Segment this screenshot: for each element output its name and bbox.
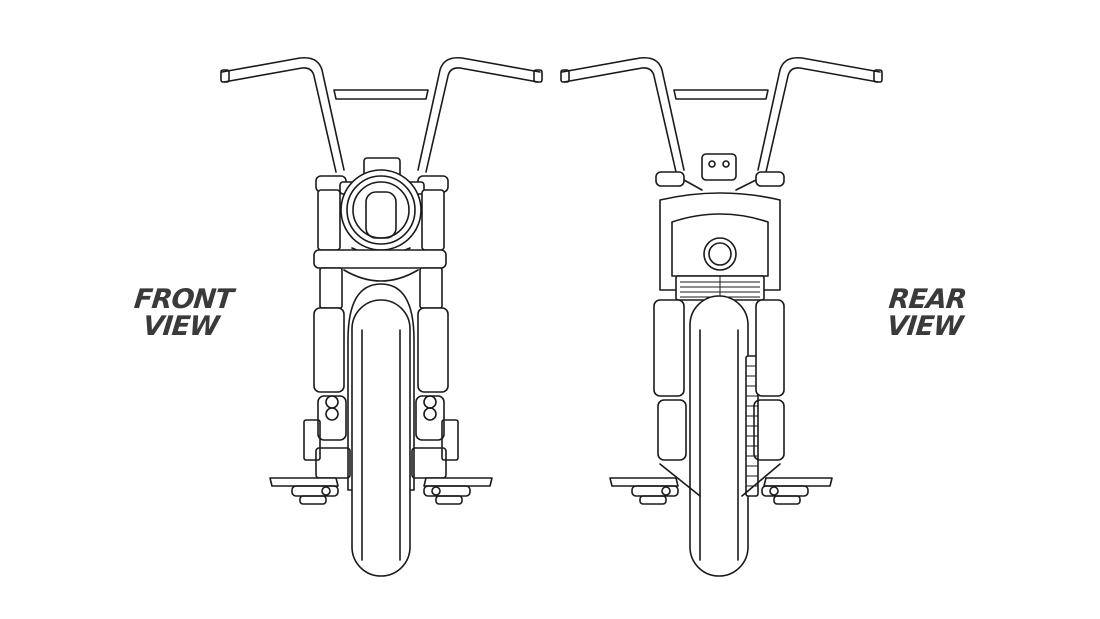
front-view-label: FRONT VIEW: [129, 284, 235, 342]
front-headlight-assembly: [315, 157, 449, 256]
front-handlebar: [220, 56, 543, 173]
front-fork: [313, 189, 449, 393]
rear-view-label-line-1: REAR: [887, 284, 968, 315]
front-wheel: [347, 283, 415, 577]
rear-wheel: [689, 295, 759, 577]
front-view-label-line-2: VIEW: [141, 311, 220, 342]
rear-view-label-line-2: VIEW: [885, 311, 964, 342]
front-view-motorcycle: [220, 56, 543, 577]
rear-handlebar: [560, 56, 883, 173]
front-lower-frame: [269, 395, 493, 505]
rear-top-assembly: [655, 153, 785, 291]
rear-frame-and-engine: [609, 299, 833, 505]
rear-view-motorcycle: [560, 56, 883, 577]
front-view-label-line-1: FRONT: [132, 284, 235, 315]
rear-view-label: REAR VIEW: [873, 284, 979, 342]
